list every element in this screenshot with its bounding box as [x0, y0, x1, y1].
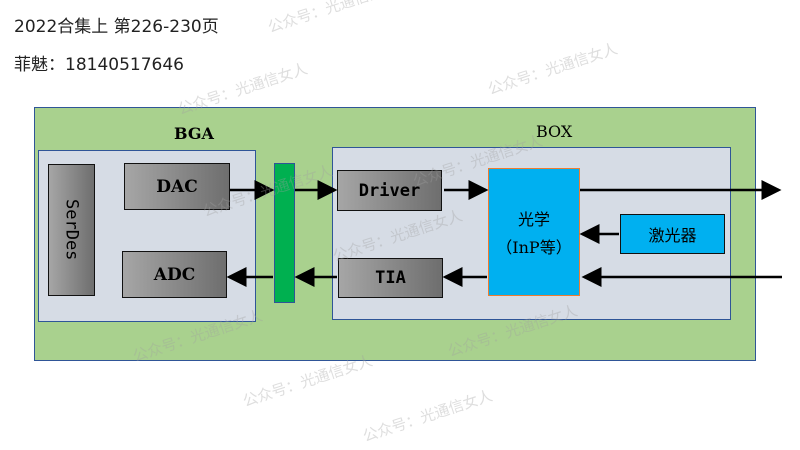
serdes-label: SerDes: [61, 199, 82, 261]
adc-block: ADC: [122, 251, 227, 298]
bga-label: BGA: [174, 124, 214, 143]
tia-block: TIA: [338, 258, 443, 298]
header-title: 2022合集上 第226-230页: [14, 17, 219, 37]
serdes-block: SerDes: [48, 164, 95, 296]
connector-bar: [274, 163, 295, 303]
optics-label-1: 光学: [517, 210, 550, 229]
optics-label-2: （InP等）: [496, 238, 572, 257]
dac-block: DAC: [124, 163, 230, 210]
box-label: BOX: [536, 122, 573, 141]
driver-block: Driver: [337, 170, 442, 211]
header-subtitle: 菲魅：18140517646: [14, 55, 184, 75]
optics-block: 光学 （InP等）: [488, 168, 580, 296]
laser-block: 激光器: [620, 214, 725, 254]
